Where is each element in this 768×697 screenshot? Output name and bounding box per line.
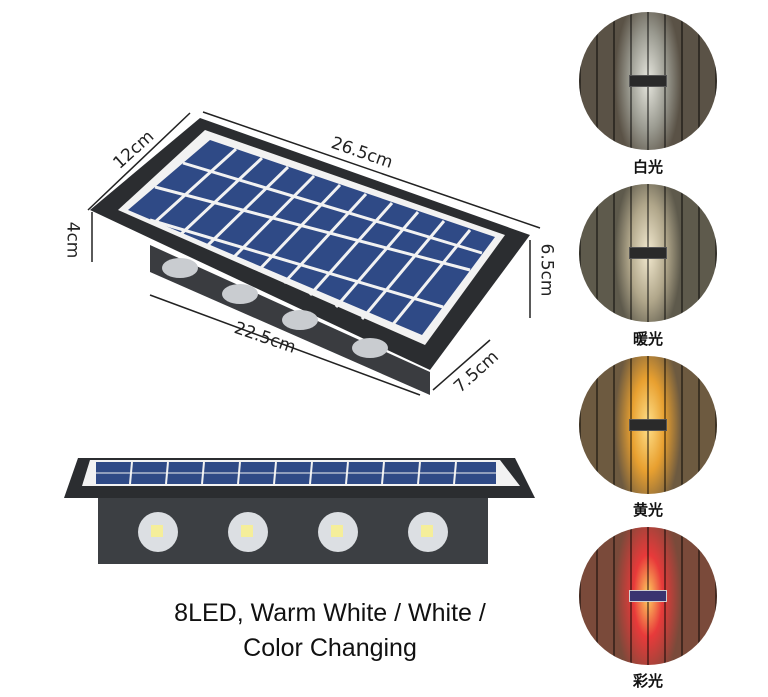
light-mode-label-color: 彩光 [632,672,663,690]
product-perspective-view [87,111,541,396]
solar-panel [128,140,495,335]
light-mode-label-white: 白光 [632,158,663,176]
light-mode-label-warm: 暖光 [632,330,663,348]
light-mode-label-yellow: 黄光 [632,501,663,519]
product-caption-line1: 8LED, Warm White / White / [174,599,486,627]
light-mode-yellow-image [579,356,717,494]
light-mode-warm-image [579,184,717,322]
light-mode-color-image [579,527,717,665]
product-front-view [64,458,535,564]
dimension-height-left: 4cm [62,221,83,259]
dimension-height-right: 6.5cm [536,243,557,297]
light-mode-white-image [579,12,717,150]
product-caption-line2: Color Changing [243,634,417,662]
